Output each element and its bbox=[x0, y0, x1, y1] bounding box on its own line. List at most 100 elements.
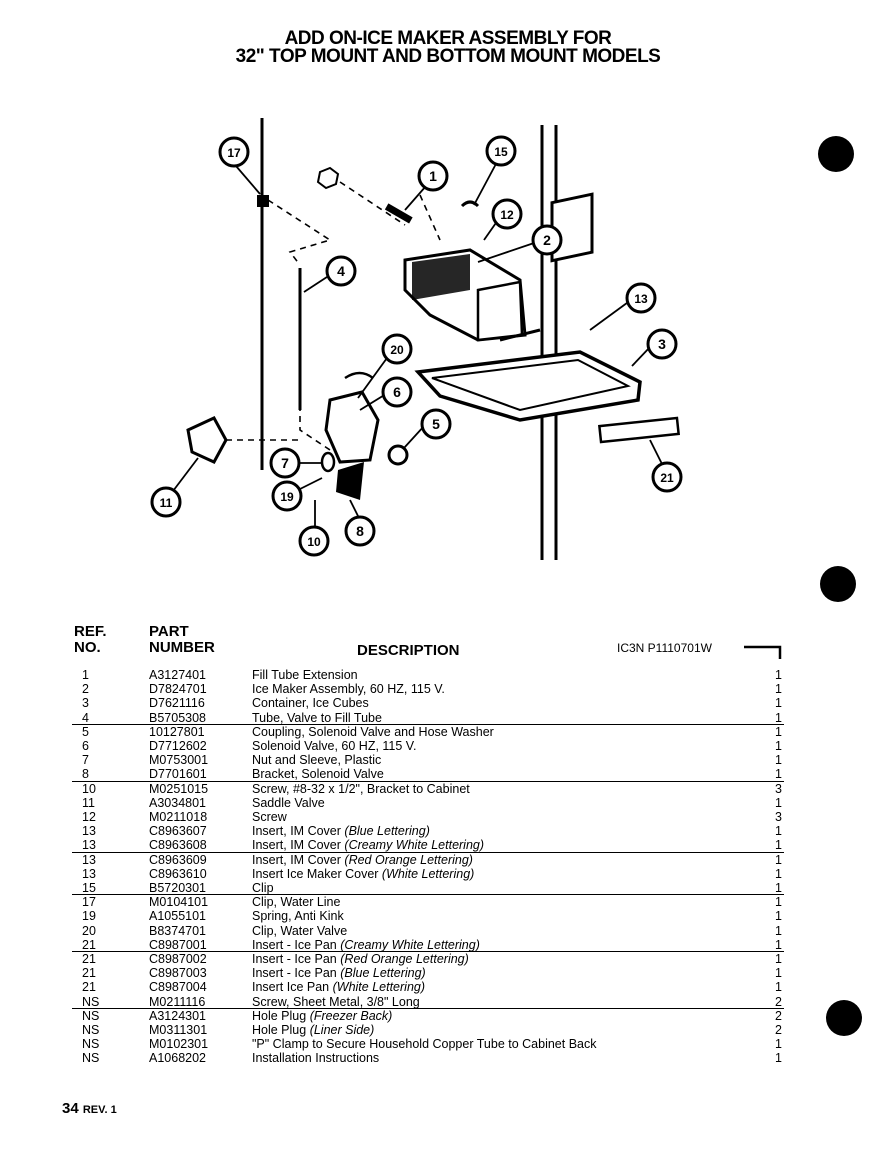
description-cell: Insert Ice Pan (White Lettering) bbox=[252, 980, 425, 994]
ref-cell: 8 bbox=[82, 767, 89, 782]
code-bracket bbox=[744, 645, 782, 659]
ref-cell: 1 bbox=[82, 668, 89, 682]
description-text: Hole Plug bbox=[252, 1008, 307, 1023]
row-divider bbox=[72, 723, 784, 725]
description-note: (Red Orange Lettering) bbox=[340, 952, 469, 966]
exploded-parts-diagram bbox=[169, 118, 680, 560]
ref-cell: 13 bbox=[82, 838, 96, 853]
description-text: Insert - Ice Pan bbox=[252, 937, 337, 952]
description-cell: Coupling, Solenoid Valve and Hose Washer bbox=[252, 724, 494, 739]
part-number-cell: M0753001 bbox=[149, 753, 209, 768]
ref-cell: 11 bbox=[82, 795, 95, 810]
description-cell: Hole Plug (Freezer Back) bbox=[252, 1009, 392, 1023]
callout-label: 19 bbox=[280, 490, 294, 504]
part-number-cell: D7621116 bbox=[149, 696, 205, 711]
callout-circle bbox=[381, 376, 413, 408]
quantity-cell: 1 bbox=[775, 767, 782, 782]
callout-label: 3 bbox=[658, 336, 666, 352]
part-number-cell: A3127401 bbox=[149, 668, 207, 682]
description-cell: Insert, IM Cover (Blue Lettering) bbox=[252, 824, 430, 838]
description-cell: Clip bbox=[252, 881, 274, 895]
part-number-cell: B5705308 bbox=[149, 710, 207, 725]
header-ref: REF. NO. bbox=[74, 624, 107, 656]
ref-cell: 3 bbox=[82, 696, 89, 711]
description-note: (Liner Side) bbox=[309, 1023, 375, 1037]
spring-clip bbox=[460, 200, 480, 208]
callout-3: 3 bbox=[646, 328, 678, 360]
part-number-cell: C8963608 bbox=[149, 838, 207, 853]
description-cell: Insert Ice Maker Cover (White Lettering) bbox=[252, 867, 474, 881]
ice-cube-container bbox=[414, 350, 642, 422]
part-number-cell: D7824701 bbox=[149, 682, 207, 697]
row-divider bbox=[72, 851, 784, 853]
description-text: Insert Ice Pan bbox=[252, 980, 330, 995]
header-part-line1: PART bbox=[149, 623, 189, 640]
description-note: (Blue Lettering) bbox=[340, 966, 426, 981]
callout-circle bbox=[298, 525, 330, 557]
ref-cell: 21 bbox=[82, 937, 96, 952]
description-text: Hole Plug bbox=[252, 1023, 307, 1037]
description-cell: Insert - Ice Pan (Red Orange Lettering) bbox=[252, 952, 469, 966]
quantity-cell: 2 bbox=[775, 1008, 782, 1023]
quantity-cell: 1 bbox=[775, 824, 782, 839]
callout-5: 5 bbox=[420, 408, 452, 440]
description-note: (Blue Lettering) bbox=[344, 824, 430, 839]
description-note: (Freezer Back) bbox=[309, 1008, 393, 1023]
callout-circle bbox=[651, 461, 683, 493]
row-divider bbox=[72, 780, 784, 782]
quantity-cell: 1 bbox=[775, 696, 782, 711]
callout-19: 19 bbox=[271, 480, 303, 512]
callout-circle bbox=[381, 333, 413, 365]
coupling bbox=[387, 444, 409, 466]
quantity-cell: 1 bbox=[775, 682, 782, 697]
description-cell: Insert - Ice Pan (Creamy White Lettering… bbox=[252, 938, 480, 952]
callout-label: 4 bbox=[337, 263, 345, 279]
callout-label: 5 bbox=[432, 416, 440, 432]
valve-bracket bbox=[336, 462, 364, 500]
ref-cell: 7 bbox=[82, 753, 89, 768]
quantity-cell: 1 bbox=[775, 937, 782, 952]
callout-circle bbox=[531, 224, 563, 256]
callout-15: 15 bbox=[485, 135, 517, 167]
ref-cell: 21 bbox=[82, 980, 96, 995]
part-number-cell: A1068202 bbox=[149, 1051, 207, 1066]
quantity-cell: 1 bbox=[775, 710, 782, 725]
title-line-1: ADD ON-ICE MAKER ASSEMBLY FOR bbox=[284, 28, 612, 49]
part-number-cell: A1055101 bbox=[149, 909, 207, 924]
callout-label: 2 bbox=[543, 232, 551, 248]
description-cell: Bracket, Solenoid Valve bbox=[252, 767, 384, 782]
callout-circle bbox=[491, 198, 523, 230]
callout-17: 17 bbox=[218, 136, 250, 168]
fill-tube-extension bbox=[384, 203, 413, 224]
ref-cell: 19 bbox=[82, 909, 96, 924]
ref-cell: NS bbox=[82, 1023, 100, 1037]
header-part: PART NUMBER bbox=[149, 624, 215, 656]
callout-7: 7 bbox=[269, 447, 301, 479]
callout-13: 13 bbox=[625, 282, 657, 314]
callout-label: 7 bbox=[281, 455, 289, 471]
ref-cell: 4 bbox=[82, 710, 89, 725]
part-number-cell: C8987001 bbox=[149, 937, 207, 952]
ref-cell: NS bbox=[82, 1008, 100, 1023]
part-number-cell: D7712602 bbox=[149, 739, 207, 753]
ref-cell: NS bbox=[82, 1051, 100, 1066]
description-cell: Clip, Water Line bbox=[252, 895, 341, 910]
quantity-cell: 3 bbox=[775, 810, 782, 824]
ref-cell: 13 bbox=[82, 866, 96, 881]
part-number-cell: D7701601 bbox=[149, 767, 207, 782]
description-cell: Insert, IM Cover (Red Orange Lettering) bbox=[252, 853, 473, 867]
description-note: (Creamy White Lettering) bbox=[340, 937, 480, 952]
callout-12: 12 bbox=[491, 198, 523, 230]
